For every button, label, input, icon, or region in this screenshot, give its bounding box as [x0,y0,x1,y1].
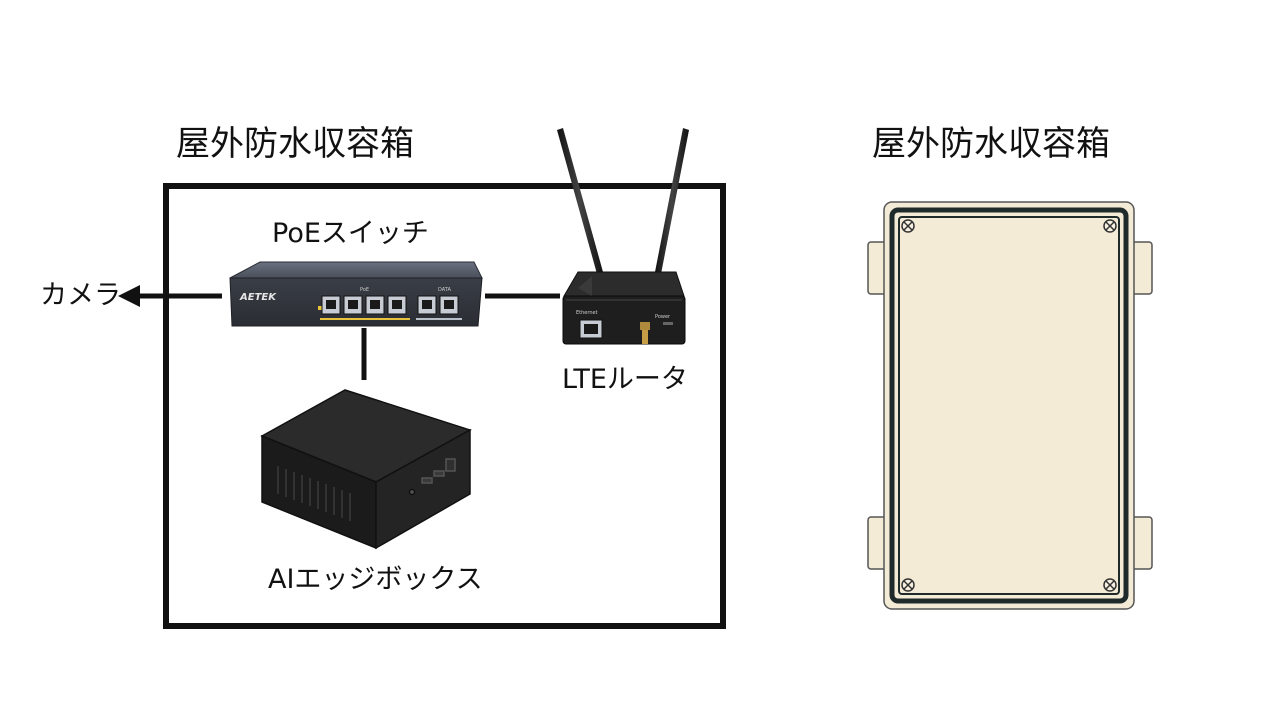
switch-poe-port-label: PoE [360,287,369,293]
lte-router-label: LTEルータ [562,364,688,395]
lte-router-image: Ethernet Power [557,128,689,345]
right-enclosure-title: 屋外防水収容箱 [872,124,1110,164]
connection-lines [138,293,560,380]
router-antenna-left [557,128,603,274]
enclosure-outline [163,183,726,629]
camera-label: カメラ [40,280,121,311]
edge-box-vents [277,466,351,521]
ai-edge-box-image [260,389,472,550]
poe-switch-label: PoEスイッチ [272,218,429,249]
router-antenna-right [655,128,689,274]
left-enclosure-title: 屋外防水収容箱 [176,124,414,164]
camera-arrow-icon [118,285,140,307]
ai-edge-box-label: AIエッジボックス [268,564,483,595]
switch-data-port-label: DATA [438,287,451,293]
router-ethernet-label: Ethernet [576,310,598,316]
switch-brand-text: AETEK [239,292,277,303]
enclosure-mounting-tabs [867,241,1153,570]
outdoor-enclosure-image [867,201,1153,610]
poe-switch-image: AETEK PoE DATA [229,261,483,327]
router-power-label: Power [655,314,671,320]
